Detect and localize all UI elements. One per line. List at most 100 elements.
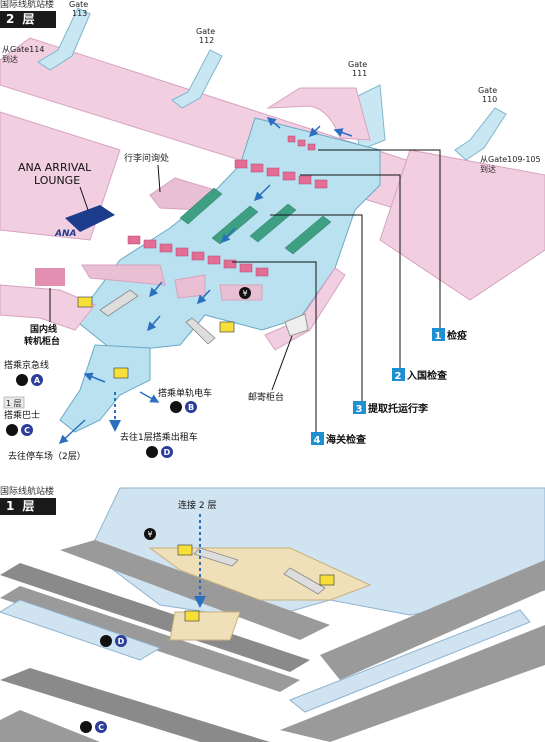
- gate111-num: 111: [352, 69, 367, 78]
- from-gate114-line1: 从Gate114: [2, 45, 44, 54]
- train-icon: [16, 374, 28, 386]
- step-2-label: 入国检查: [407, 369, 448, 382]
- info-icon: [219, 321, 235, 333]
- connect-floor2-label: 连接 2 层: [178, 499, 216, 511]
- right-wing: [379, 149, 545, 301]
- parking-label: 去往停车场（2层）: [8, 450, 86, 462]
- badge-a: [31, 374, 43, 386]
- exchange-icon: [239, 287, 251, 299]
- step-4: 4 海关检查: [311, 432, 367, 446]
- gate111-bay: [266, 87, 371, 141]
- floor2-map: ¥ Gate 113 Gate 112: [0, 0, 545, 462]
- leader-lines: [232, 149, 441, 436]
- floor1-map: ¥ 连接 2 层 D C: [0, 487, 545, 742]
- f1-taxi-icons: D: [100, 635, 127, 647]
- badge-d: [115, 635, 127, 647]
- gate112-label: Gate: [196, 27, 215, 36]
- road-5: [0, 668, 270, 742]
- from-gate109-line2: 到达: [480, 164, 496, 174]
- floor1-small-label: 1 层: [6, 399, 22, 408]
- road-3: [60, 540, 330, 640]
- exit-corridor: [59, 344, 151, 433]
- step-3-label: 提取托运行李: [368, 402, 429, 415]
- escalators-f2: [99, 289, 216, 345]
- gate110-num: 110: [482, 95, 497, 104]
- badge-c-text: C: [24, 426, 30, 435]
- info-icon: [319, 574, 335, 586]
- info-icon: [77, 296, 93, 308]
- customs-counters: [127, 235, 269, 277]
- ana-lounge-room: [65, 205, 115, 232]
- ana-lounge-line1: ANA ARRIVAL: [18, 161, 92, 174]
- badge-a-text: A: [34, 376, 41, 385]
- flow-arrows: [58, 117, 353, 445]
- floor2-building-caption: 国际线航站楼: [0, 0, 55, 10]
- monorail-icons: B: [170, 401, 197, 413]
- badge-b-text: B: [188, 403, 194, 412]
- info-icon: [184, 610, 200, 622]
- taxi-icon: [146, 446, 158, 458]
- postal-label: 邮寄柜台: [248, 391, 284, 403]
- domestic-transfer-line2: 转机柜台: [24, 335, 60, 347]
- road-4: [320, 560, 545, 680]
- step-4-label: 海关检查: [326, 433, 367, 446]
- postal-leader: [271, 335, 293, 391]
- gate110-pier: [454, 107, 507, 161]
- from-gate109-line1: 从Gate109-105: [480, 155, 541, 164]
- floor2-label: 2 层: [0, 11, 56, 28]
- floor1-tag: 国际线航站楼 1 层: [0, 487, 56, 517]
- road-2: [0, 586, 300, 692]
- bus-icon: [80, 721, 92, 733]
- road-7: [0, 710, 100, 742]
- floor1-small-box: [3, 396, 25, 409]
- step-1: 1 检疫: [432, 328, 467, 342]
- bus-icon: [6, 424, 18, 436]
- road-6: [280, 625, 545, 742]
- gate-labels: Gate 113 Gate 112 Gate 111 Gate 110: [69, 0, 497, 104]
- taxi-icons: D: [146, 446, 173, 458]
- f1-badge-c-text: C: [98, 723, 104, 732]
- bus-icons: C: [6, 424, 33, 436]
- bus-label: 搭乘巴士: [4, 409, 40, 421]
- badge-d: [161, 446, 173, 458]
- f1-bus-icons: C: [80, 721, 107, 733]
- baggage-inquiry-label: 行李问询处: [124, 152, 169, 164]
- f1-badge-d-text: D: [118, 637, 125, 646]
- ana-lounge-line2: LOUNGE: [34, 174, 80, 187]
- road-1: [0, 563, 310, 672]
- exchange-icon: [144, 528, 156, 540]
- left-wing: [0, 111, 121, 241]
- step-2-num: 2: [395, 371, 402, 382]
- quarantine-booths: [287, 135, 316, 151]
- gate113-label: Gate: [69, 0, 88, 9]
- floor1-label: 1 层: [0, 498, 56, 515]
- step-4-num: 4: [314, 435, 321, 446]
- postal-counter: [284, 313, 309, 337]
- badge-d-text: D: [164, 448, 171, 457]
- step-1-num: 1: [435, 331, 442, 342]
- step-3-num: 3: [356, 404, 363, 415]
- f1-lower-lobby: [169, 611, 241, 641]
- baggage-inquiry-leader: [157, 164, 161, 193]
- step-3: 3 提取托运行李: [353, 401, 429, 415]
- from-gate114-line2: 到达: [2, 54, 18, 64]
- lower-ledge: [0, 284, 96, 331]
- info-boxes-f2: [77, 296, 235, 379]
- gate112-num: 112: [199, 36, 214, 45]
- gate113-pier: [37, 7, 91, 71]
- badge-c: [95, 721, 107, 733]
- gate111-label: Gate: [348, 60, 367, 69]
- svg-text:¥: ¥: [147, 530, 152, 539]
- domestic-counter: [35, 268, 65, 286]
- keikyu-icons: A: [16, 374, 43, 386]
- gate113-num: 113: [72, 9, 87, 18]
- monorail-label: 搭乘单轨电车: [158, 387, 212, 399]
- floor1-building-caption: 国际线航站楼: [0, 487, 55, 497]
- taxi-label: 去往1层搭乘出租车: [120, 431, 198, 443]
- customs-wall: [81, 264, 166, 286]
- ana-logo: ANA: [54, 229, 76, 239]
- step-2: 2 入国检查: [392, 368, 448, 382]
- taxi-icon: [100, 635, 112, 647]
- gate112-pier: [171, 49, 223, 109]
